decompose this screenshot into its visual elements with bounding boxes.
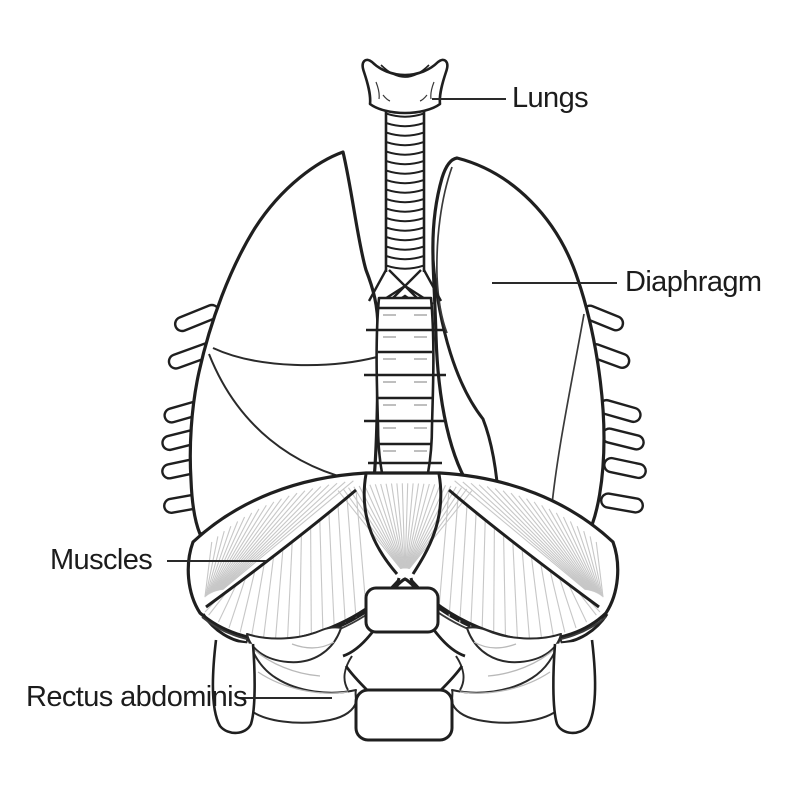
right-lung-oblique-fissure (550, 313, 585, 515)
right-lung-medial-border (431, 259, 501, 507)
diaphragm-right-costal-striations (438, 489, 601, 639)
right-lung-hilum-line (436, 166, 453, 334)
diaphragm (186, 471, 620, 645)
bone-shading-lines (251, 641, 557, 694)
vertebral-body-upper (364, 586, 440, 634)
label-lungs: Lungs (512, 81, 589, 114)
vertebra-segment-lines (364, 306, 446, 465)
larynx (361, 58, 449, 115)
left-lung-horizontal-fissure (212, 347, 378, 367)
diaphragm-left-costal-striations (204, 489, 367, 639)
vertebra-shading-dashes (383, 314, 427, 452)
diaphragm-central-tendon-striations (337, 483, 473, 570)
diaphragm-left-dome-striations (204, 480, 354, 598)
diaphragm-crura (211, 639, 597, 735)
vertebral-body-lower (354, 688, 454, 742)
larynx-detail-lines (375, 81, 435, 102)
label-diaphragm: Diaphragm (625, 265, 762, 298)
label-leader-lines (167, 98, 617, 699)
vertebra-connectors (342, 629, 466, 693)
trachea (384, 108, 426, 272)
lumbar-vertebrae (238, 586, 570, 742)
label-muscles: Muscles (50, 543, 153, 576)
diaphragm-right-dome-striations (454, 480, 604, 598)
label-rectus-abdominis: Rectus abdominis (26, 680, 248, 713)
larynx-notch (380, 64, 430, 78)
